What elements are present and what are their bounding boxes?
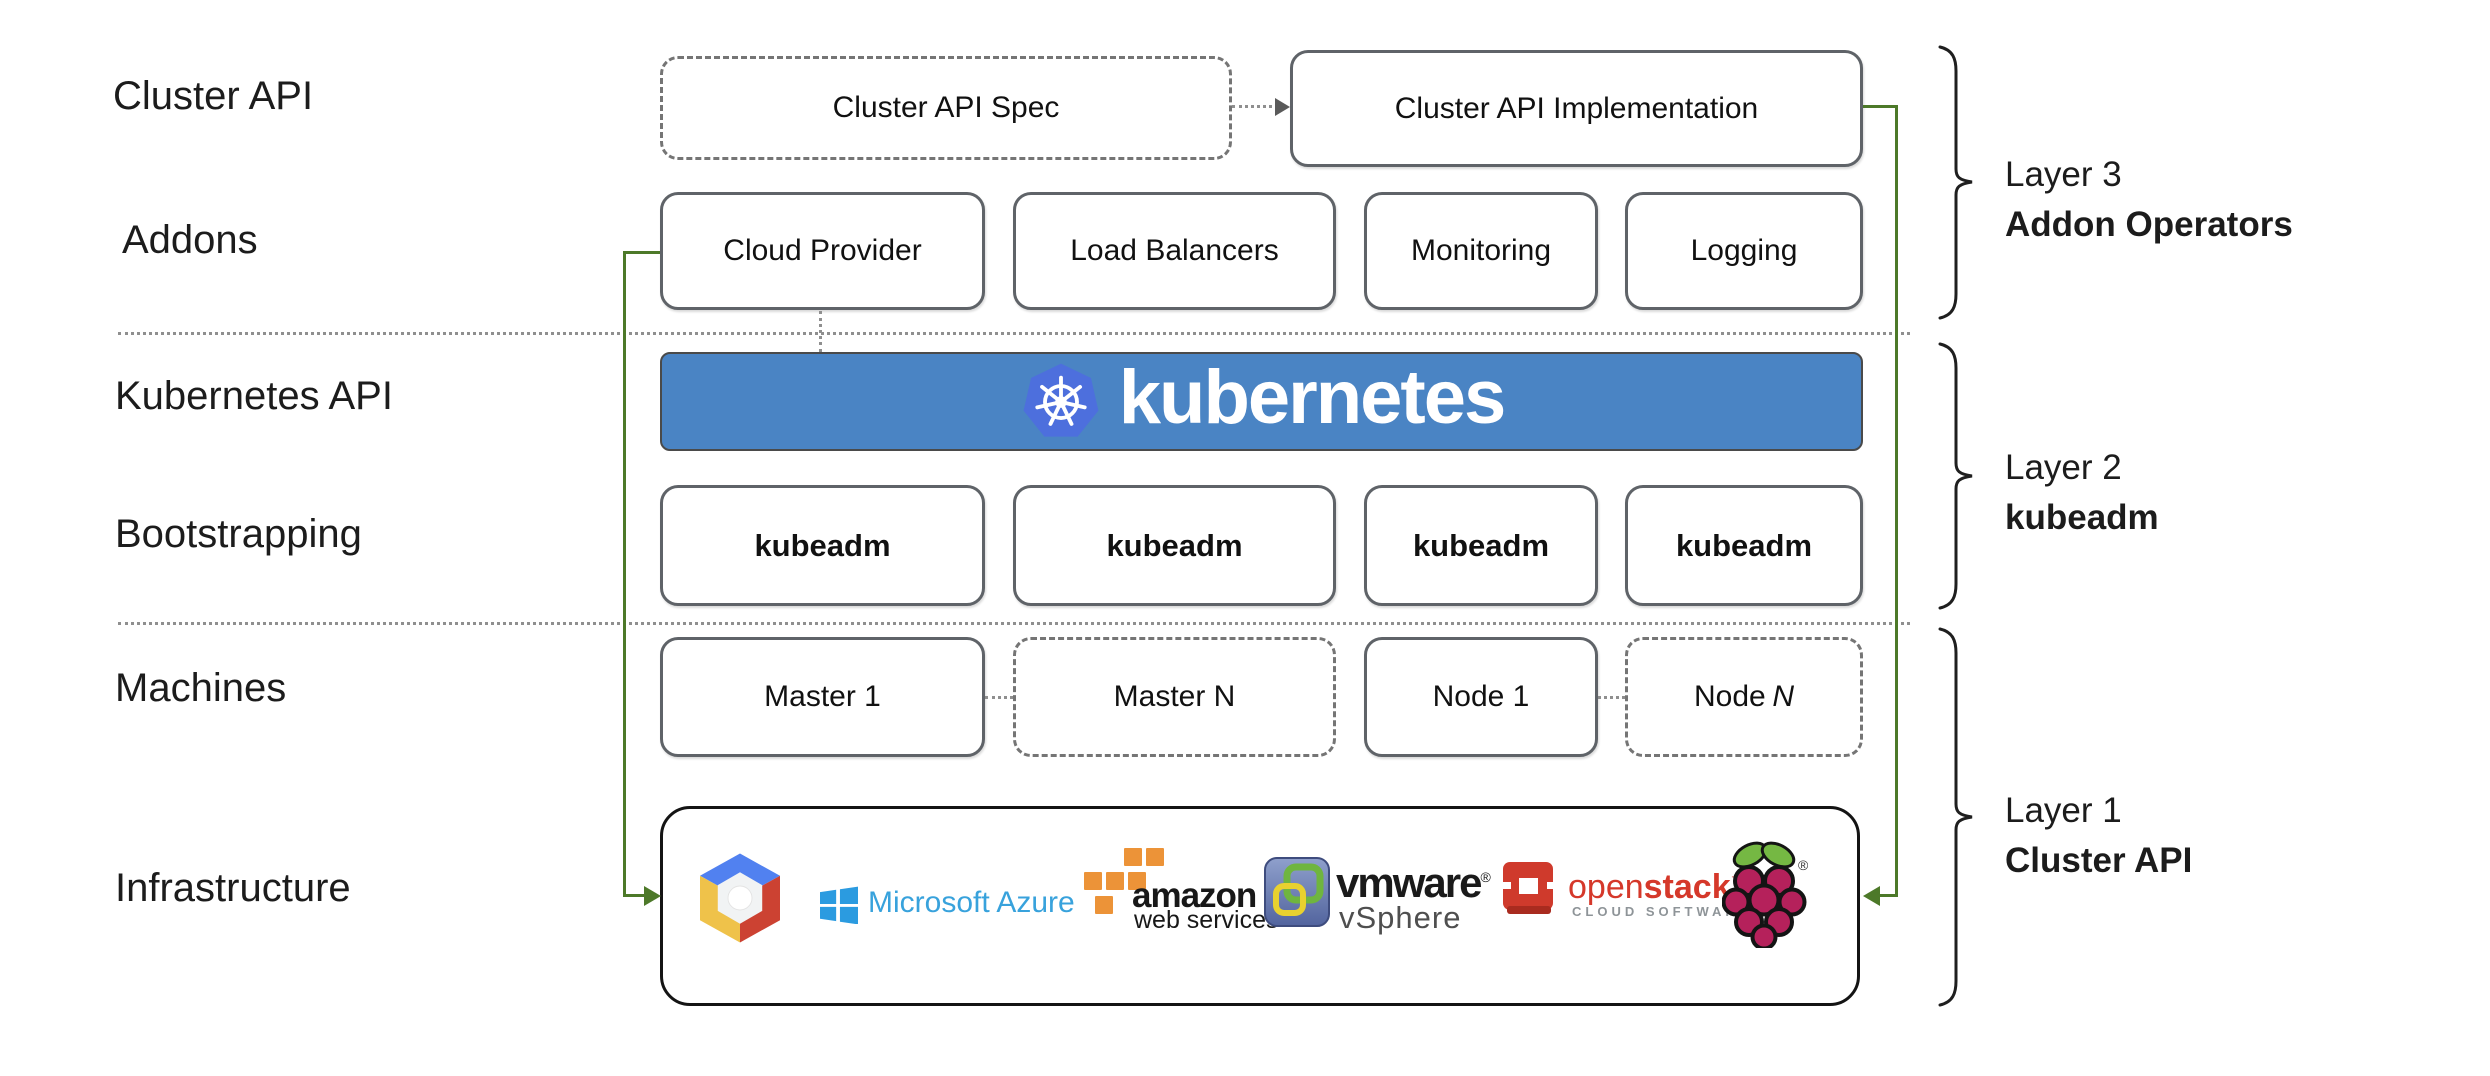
layer2-label: Layer 2 kubeadm (2005, 443, 2159, 543)
openstack-text-open: open (1568, 868, 1644, 906)
box-kubeadm-1-label: kubeadm (754, 527, 891, 563)
box-monitoring: Monitoring (1364, 192, 1598, 310)
layer2-bracket-icon (1938, 342, 1973, 610)
box-master-1: Master 1 (660, 637, 985, 757)
box-kubeadm-1: kubeadm (660, 485, 985, 606)
box-kubeadm-4: kubeadm (1625, 485, 1863, 606)
layer1-bracket-icon (1938, 627, 1973, 1007)
openstack-logo-text: openstack™ (1568, 870, 1744, 904)
green-line-left-bottom (623, 894, 646, 897)
box-kubeadm-3-label: kubeadm (1412, 527, 1550, 563)
layer1-label-line1: Layer 1 (2005, 791, 2122, 830)
separator-layer2-layer1 (118, 622, 1910, 625)
box-load-balancers: Load Balancers (1013, 192, 1336, 310)
box-kubeadm-2-label: kubeadm (1106, 527, 1243, 563)
box-cluster-api-implementation: Cluster API Implementation (1290, 50, 1863, 167)
kubernetes-banner: kubernetes (660, 352, 1863, 451)
spec-to-impl-dotted-line (1232, 105, 1278, 108)
row-label-addons: Addons (122, 218, 258, 262)
box-cloud-provider: Cloud Provider (660, 192, 985, 310)
vmware-wordmark: vmware (1336, 859, 1482, 906)
green-line-left-top (623, 251, 660, 254)
infrastructure-container (660, 806, 1860, 1006)
openstack-logo-icon (1502, 862, 1556, 914)
row-label-cluster-api: Cluster API (113, 74, 314, 118)
vmware-logo-text: vmware® (1336, 859, 1491, 906)
google-cloud-logo-icon (700, 853, 780, 943)
green-line-right-vertical (1895, 105, 1898, 894)
separator-layer3-layer2 (118, 332, 1910, 335)
green-arrowhead-right-icon (1863, 886, 1880, 906)
box-kubeadm-2: kubeadm (1013, 485, 1336, 606)
layer3-label-line1: Layer 3 (2005, 155, 2122, 194)
layer3-label-line2: Addon Operators (2005, 205, 2293, 244)
box-cluster-api-spec-label: Cluster API Spec (832, 91, 1060, 124)
microsoft-azure-logo-text: Microsoft Azure (868, 886, 1075, 919)
box-master-n-label: Master N (1113, 680, 1236, 713)
box-load-balancers-label: Load Balancers (1070, 234, 1279, 267)
vmware-vsphere-logo-icon (1264, 857, 1330, 927)
raspberry-pi-registered-mark: ® (1798, 857, 1808, 873)
kubernetes-wordmark: kubernetes (1118, 354, 1506, 440)
raspberry-pi-logo-icon: ® (1722, 841, 1808, 948)
row-label-infrastructure: Infrastructure (115, 866, 351, 910)
node1-to-noden-dotted-line (1598, 696, 1625, 699)
box-node-1-label: Node 1 (1432, 680, 1530, 713)
row-label-bootstrapping: Bootstrapping (115, 512, 362, 556)
kubernetes-logo-icon (1023, 363, 1099, 437)
box-monitoring-label: Monitoring (1410, 234, 1552, 267)
row-label-kubernetes-api: Kubernetes API (115, 374, 393, 418)
openstack-logo-subtext: CLOUD SOFTWARE (1572, 904, 1752, 919)
box-cluster-api-implementation-label: Cluster API Implementation (1394, 91, 1759, 125)
box-cloud-provider-label: Cloud Provider (723, 234, 922, 267)
aws-logo-subtext: web services (1134, 906, 1279, 934)
box-logging: Logging (1625, 192, 1863, 310)
box-kubeadm-4-label: kubeadm (1675, 527, 1813, 563)
box-cluster-api-spec: Cluster API Spec (660, 56, 1232, 160)
box-node-n-label-suffix: N (1772, 680, 1794, 713)
openstack-text-stack: stack (1643, 868, 1731, 906)
box-master-n: Master N (1013, 637, 1336, 757)
box-master-1-label: Master 1 (764, 680, 881, 713)
green-line-right-bottom (1878, 894, 1898, 897)
green-line-left-vertical (623, 251, 626, 894)
layer2-label-line1: Layer 2 (2005, 448, 2122, 487)
box-kubeadm-3: kubeadm (1364, 485, 1598, 606)
box-node-1: Node 1 (1364, 637, 1598, 757)
microsoft-azure-logo-icon (820, 886, 858, 924)
row-label-machines: Machines (115, 666, 287, 710)
spec-to-impl-arrowhead-icon (1275, 98, 1290, 116)
green-line-right-top (1863, 105, 1898, 108)
layer3-label: Layer 3 Addon Operators (2005, 150, 2293, 250)
vmware-registered-mark: ® (1480, 869, 1490, 885)
layer3-bracket-icon (1938, 45, 1973, 320)
cloud-provider-to-kubernetes-dotted-line (819, 311, 822, 352)
layer1-label-line2: Cluster API (2005, 841, 2193, 880)
aws-logo-text: amazon (1132, 876, 1257, 915)
vsphere-logo-subtext: vSphere (1339, 900, 1462, 935)
box-logging-label: Logging (1690, 234, 1798, 267)
aws-cubes-icon (1083, 847, 1165, 916)
master1-to-mastern-dotted-line (985, 696, 1013, 699)
layer2-label-line2: kubeadm (2005, 498, 2159, 537)
green-arrowhead-left-icon (644, 886, 661, 906)
box-node-n-label-prefix: Node (1694, 680, 1766, 713)
layer1-label: Layer 1 Cluster API (2005, 786, 2192, 886)
